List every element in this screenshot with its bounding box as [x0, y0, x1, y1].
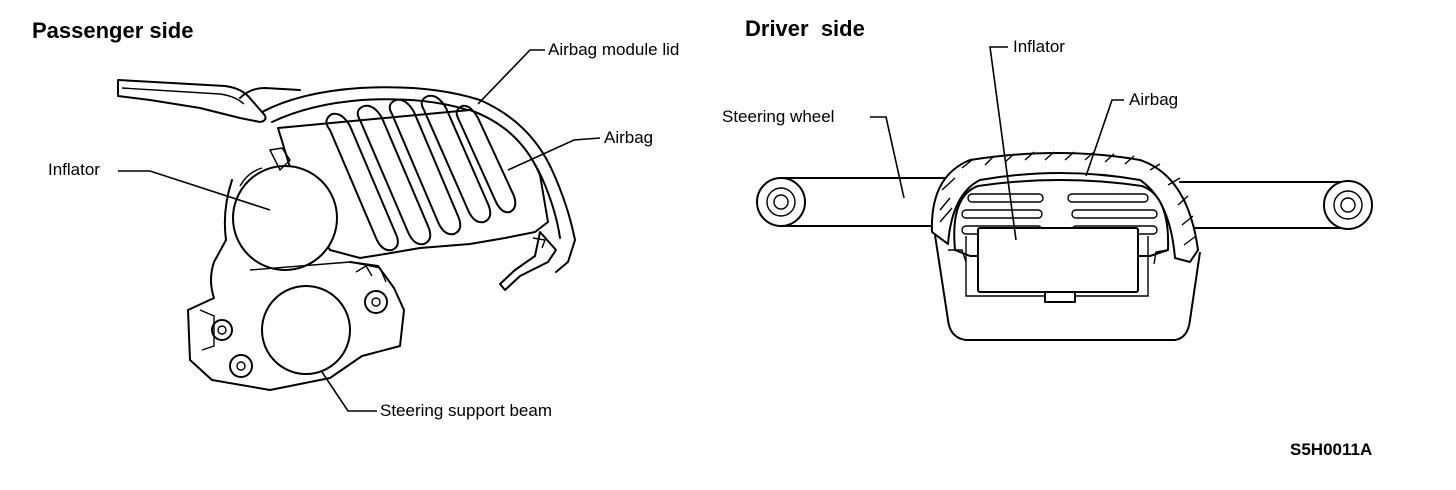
label-passenger-inflator: Inflator: [48, 160, 100, 179]
label-steering-support-beam: Steering support beam: [380, 401, 552, 420]
label-airbag-module-lid: Airbag module lid: [548, 40, 680, 59]
figure-code: S5H0011A: [1290, 440, 1373, 459]
label-steering-wheel: Steering wheel: [722, 107, 835, 126]
label-passenger-airbag: Airbag: [604, 128, 654, 147]
passenger-side-title: Passenger side: [32, 18, 194, 43]
cover-hatching: [939, 151, 1197, 246]
label-driver-airbag: Airbag: [1129, 90, 1179, 109]
label-driver-inflator: Inflator: [1013, 37, 1065, 56]
driver-side-title: Driver side: [745, 16, 865, 41]
